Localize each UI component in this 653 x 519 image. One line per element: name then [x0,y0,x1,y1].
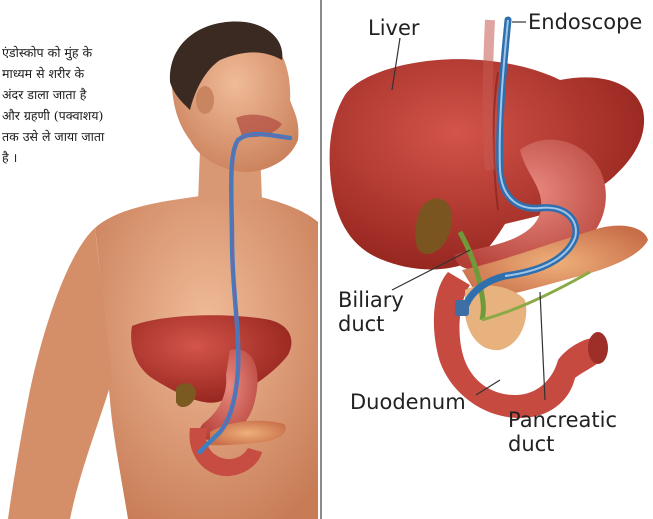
ear [196,86,214,114]
caption-line: है । [2,147,174,168]
organ-detail [330,20,648,418]
pancreatic-duct-label: Pancreatic duct [508,408,617,456]
caption-line: अंदर डाला जाता है [2,84,174,105]
endoscope-tip [455,300,469,316]
esophagus [488,20,490,170]
biliary-duct-label-line: Biliary [338,288,404,312]
pancreatic-duct-label-line: duct [508,432,617,456]
pancreatic-duct-label-line: Pancreatic [508,408,617,432]
caption-line: एंडोस्कोप को मुंह के [2,42,174,63]
caption-line: माध्यम से शरीर के [2,63,174,84]
endoscope-label: Endoscope [528,10,642,34]
liver-label: Liver [368,16,420,40]
duodenum-label: Duodenum [350,390,466,414]
pancreatic-leader [540,292,545,400]
panel-divider [320,0,322,519]
biliary-duct-label-line: duct [338,312,404,336]
biliary-duct-label: Biliary duct [338,288,404,336]
duodenum-end [588,332,608,364]
caption-line: तक उसे ले जाया जाता [2,126,174,147]
hindi-caption: एंडोस्कोप को मुंह के माध्यम से शरीर के अ… [2,42,174,168]
left-arm [8,228,112,519]
caption-line: और ग्रहणी (पक्वाशय) [2,105,174,126]
